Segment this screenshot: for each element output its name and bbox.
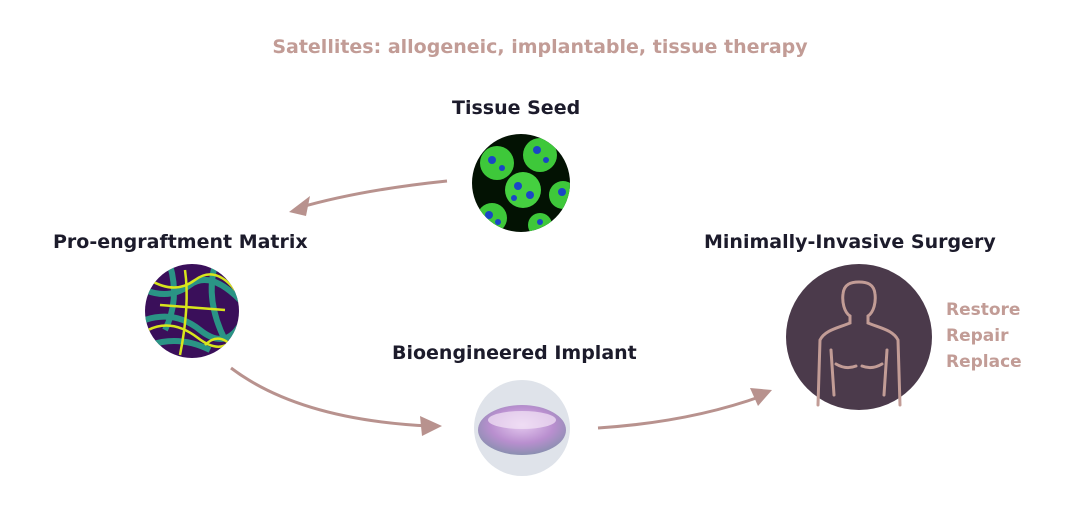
- arrow-matrix-to-implant: [230, 366, 431, 428]
- matrix-image: [145, 264, 239, 358]
- arrowhead-icon: [420, 416, 442, 436]
- arrow-implant-to-surgery: [597, 394, 763, 430]
- diagram-title: Satellites: allogeneic, implantable, tis…: [272, 36, 808, 58]
- tissue-seed-image: [472, 134, 570, 232]
- implant-image: [474, 380, 570, 476]
- outcome-restore: Restore: [946, 300, 1021, 320]
- arrow-seed-to-matrix: [297, 179, 448, 210]
- outcome-replace: Replace: [946, 352, 1022, 372]
- outcome-repair: Repair: [946, 326, 1009, 346]
- label-implant: Bioengineered Implant: [392, 342, 637, 364]
- outcomes-list: Restore Repair Replace: [946, 297, 1022, 375]
- label-surgery: Minimally-Invasive Surgery: [704, 231, 996, 253]
- label-tissue-seed: Tissue Seed: [452, 97, 581, 119]
- arrowhead-icon: [289, 196, 310, 216]
- label-matrix: Pro-engraftment Matrix: [53, 231, 308, 253]
- human-body-icon: [786, 264, 932, 410]
- arrowhead-icon: [750, 388, 772, 406]
